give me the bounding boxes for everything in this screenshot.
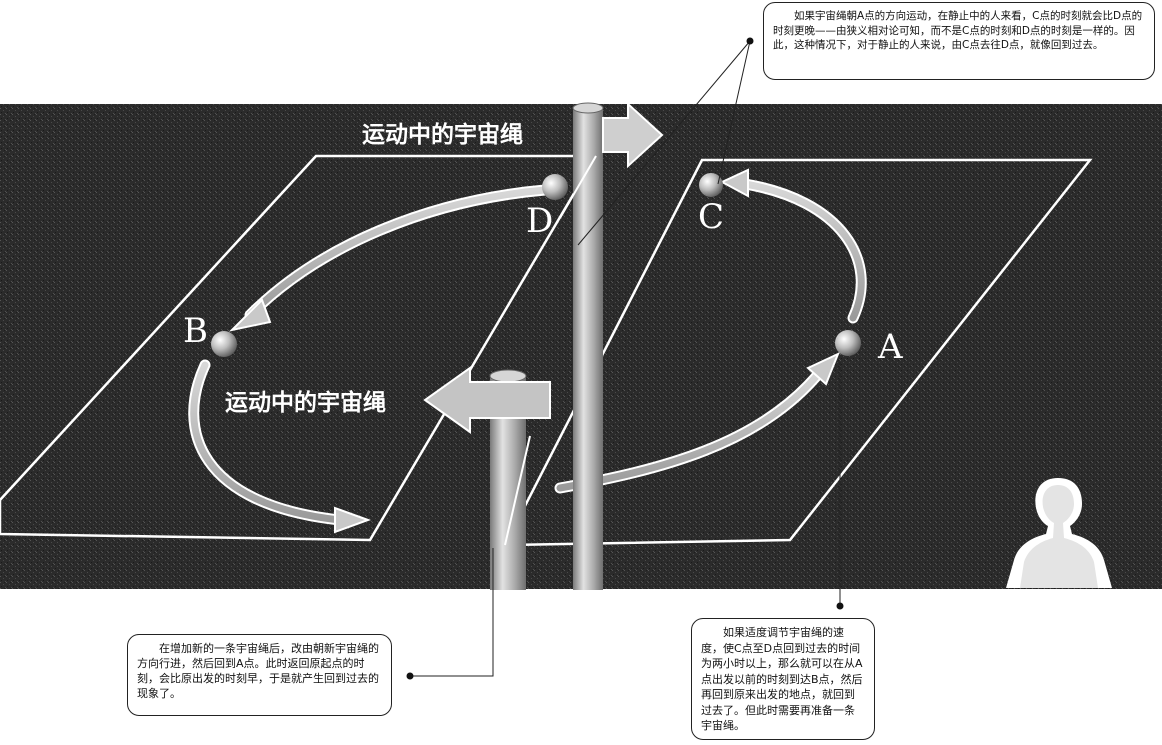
point-c-ball [699, 173, 723, 197]
right-plane [502, 158, 1093, 547]
point-b-label: B [183, 311, 208, 351]
callout-right: 如果适度调节宇宙绳的速度，使C点至D点回到过去的时间为两小时以上，那么就可以在从… [691, 618, 875, 740]
leader-dot-left [406, 672, 414, 680]
callout-top: 如果宇宙绳朝A点的方向运动，在静止中的人来看，C点的时刻就会比D点的时刻更晚——… [763, 2, 1155, 80]
rope-label-bottom: 运动中的宇宙绳 [225, 389, 386, 416]
rope-label-top: 运动中的宇宙绳 [362, 121, 523, 148]
point-c-label: C [698, 197, 724, 237]
arrow-a-to-c [719, 168, 867, 324]
leader-dot-right [836, 602, 844, 610]
arrow-d-to-b [228, 184, 551, 332]
sign-arrow-left [423, 366, 551, 434]
callout-left: 在增加新的一条宇宙绳后，改由朝新宇宙绳的方向行进，然后回到A点。此时返回原起点的… [127, 634, 392, 716]
point-a-ball [835, 330, 861, 356]
point-d-ball [542, 174, 568, 200]
left-plane [0, 154, 599, 542]
point-a-label: A [877, 327, 903, 367]
cosmic-string-pole-center [572, 102, 604, 590]
person-silhouette [1006, 478, 1112, 588]
leader-dot-top [746, 37, 754, 45]
point-d-label: D [526, 201, 553, 241]
sign-arrow-right [602, 101, 664, 169]
arrow-b-to-bottom [188, 359, 371, 534]
point-b-ball [211, 331, 237, 357]
